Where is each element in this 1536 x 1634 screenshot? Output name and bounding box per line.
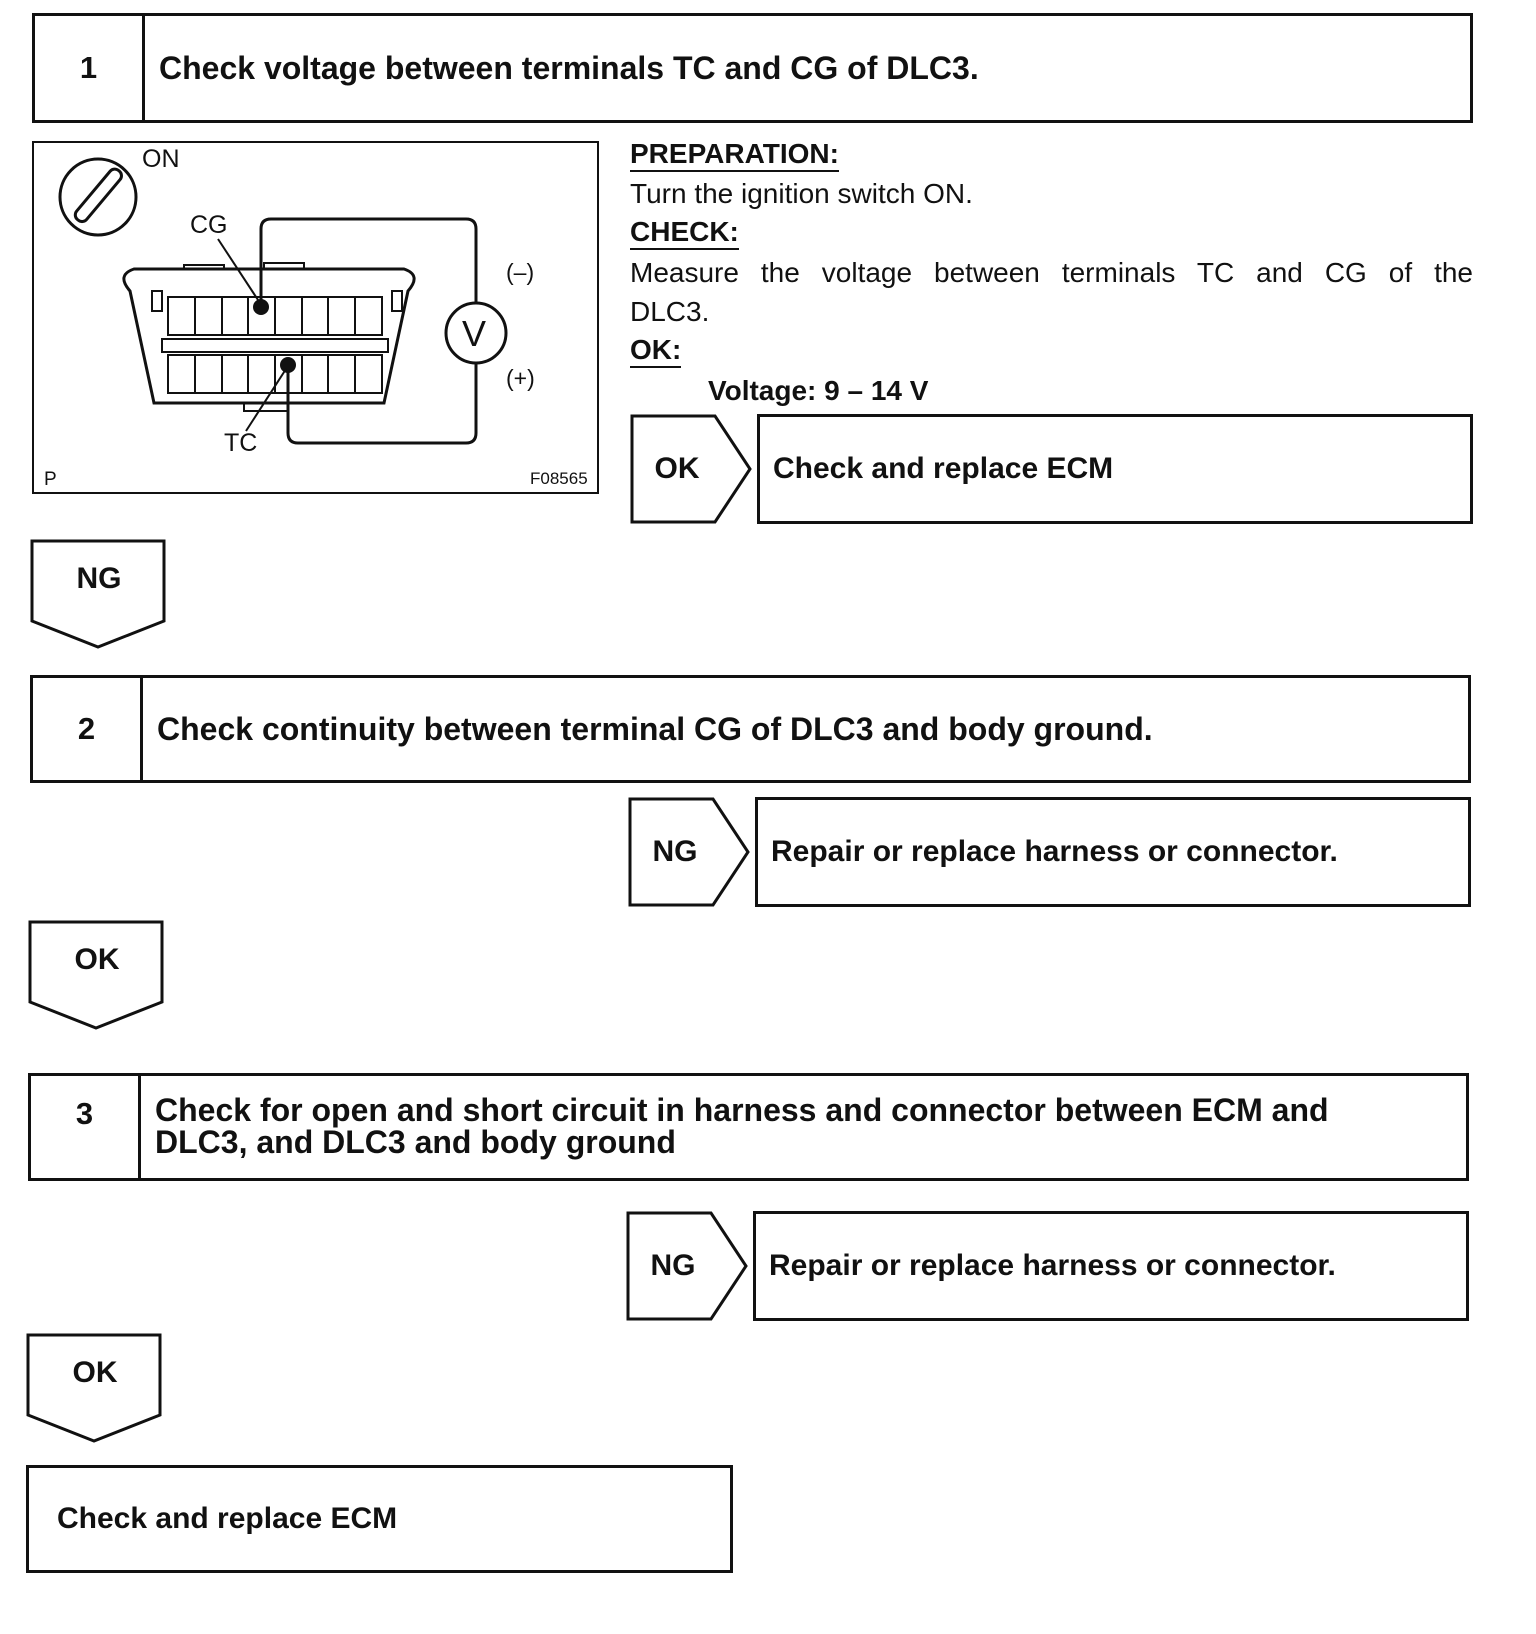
cg-terminal-label: CG <box>190 211 228 239</box>
right-arrow-tag-shape <box>626 1211 748 1321</box>
ok-spec-value: Voltage: 9 – 14 V <box>708 375 929 406</box>
check-text-line2: DLC3. <box>630 296 710 327</box>
step-3-title-line1: Check for open and short circuit in harn… <box>155 1092 1329 1128</box>
step-1-number: 1 <box>35 16 145 120</box>
figure-id: F08565 <box>530 469 588 488</box>
ng-tag-label-3: NG <box>650 1249 696 1282</box>
ng-tag-label-2: NG <box>652 835 698 868</box>
down-arrow-tag-shape <box>28 920 164 1030</box>
right-arrow-tag-shape <box>628 797 750 907</box>
negative-probe-label: (–) <box>506 259 535 285</box>
ok-tag-label-2: OK <box>74 943 120 976</box>
step-1-title: Check voltage between terminals TC and C… <box>159 50 979 86</box>
step-1-header: 1 Check voltage between terminals TC and… <box>32 13 1473 123</box>
step-3-title-line2: DLC3, and DLC3 and body ground <box>155 1124 676 1160</box>
check-text-line1: Measure the voltage between terminals TC… <box>630 257 1473 288</box>
ok-heading: OK: <box>630 334 682 368</box>
dlc3-connector-illustration <box>58 157 508 445</box>
step-2-number: 2 <box>33 678 143 780</box>
voltmeter-label: V <box>462 313 487 354</box>
ok-tag-label-3: OK <box>72 1356 118 1389</box>
check-heading: CHECK: <box>630 216 739 250</box>
step-2-header: 2 Check continuity between terminal CG o… <box>30 675 1471 783</box>
positive-probe-label: (+) <box>506 365 535 391</box>
ok-down-tag-2: OK <box>28 920 166 1032</box>
preparation-heading: PREPARATION: <box>630 138 839 172</box>
down-arrow-tag-shape <box>30 539 166 649</box>
final-result-box: Check and replace ECM <box>26 1465 733 1573</box>
step-3-header: 3 Check for open and short circuit in ha… <box>28 1073 1469 1181</box>
ng-arrow-tag-2: NG <box>628 797 752 907</box>
dlc3-voltage-diagram: ON CG TC (–) (+) V P F08565 <box>32 141 599 494</box>
ok-arrow-tag-1: OK <box>630 414 754 524</box>
ok-down-tag-3: OK <box>26 1333 164 1445</box>
result-box-1: Check and replace ECM <box>757 414 1473 524</box>
result-box-2: Repair or replace harness or connector. <box>755 797 1471 907</box>
ok-tag-label-1: OK <box>654 452 700 485</box>
ng-arrow-tag-3: NG <box>626 1211 750 1321</box>
step-3-title: Check for open and short circuit in harn… <box>155 1076 1452 1178</box>
preparation-text: Turn the ignition switch ON. <box>630 178 973 209</box>
down-arrow-tag-shape <box>26 1333 162 1443</box>
diagram-corner-label: P <box>44 469 57 490</box>
ng-down-tag-1: NG <box>30 539 168 651</box>
step-3-number: 3 <box>31 1076 141 1178</box>
step-2-title: Check continuity between terminal CG of … <box>157 711 1153 747</box>
result-box-3: Repair or replace harness or connector. <box>753 1211 1469 1321</box>
right-arrow-tag-shape <box>630 414 752 524</box>
switch-on-label: ON <box>142 145 180 173</box>
tc-terminal-label: TC <box>224 429 258 457</box>
ng-tag-label-1: NG <box>76 562 122 595</box>
